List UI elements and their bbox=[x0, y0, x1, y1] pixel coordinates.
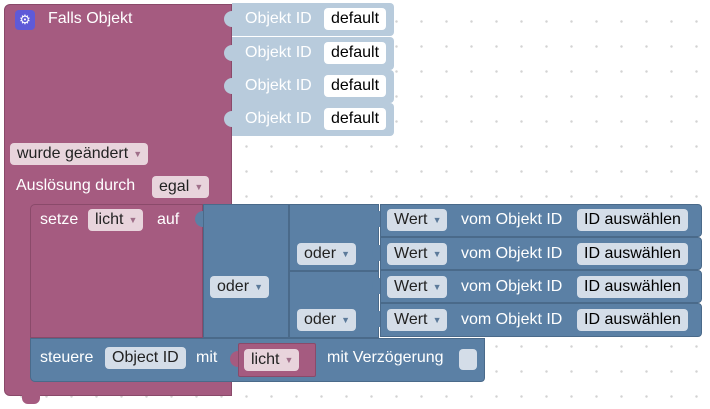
changed-dropdown-label: wurde geändert bbox=[17, 145, 129, 162]
triggered-by-label: Auslösung durch bbox=[16, 177, 136, 194]
triggered-by-dropdown[interactable]: egal ▼ bbox=[152, 176, 210, 198]
object-id-field-3[interactable]: default bbox=[324, 75, 387, 97]
or-dropdown-outer-label: oder bbox=[217, 278, 250, 295]
from-object-label-1: vom Objekt ID bbox=[461, 211, 563, 228]
delay-label: mit Verzögerung bbox=[327, 349, 444, 366]
value-row-1-connector bbox=[372, 211, 380, 227]
chevron-down-icon: ▼ bbox=[432, 215, 442, 225]
value-row-3-connector bbox=[372, 278, 380, 294]
select-id-field-2[interactable]: ID auswählen bbox=[577, 243, 688, 265]
control-object-id-field[interactable]: Object ID bbox=[105, 347, 186, 369]
object-id-label-3: Objekt ID bbox=[245, 77, 312, 94]
or-dropdown-inner-bottom[interactable]: oder ▼ bbox=[297, 309, 357, 331]
control-variable-dropdown-label: licht bbox=[251, 351, 280, 368]
value-row-4-connector bbox=[372, 311, 380, 327]
chevron-down-icon: ▼ bbox=[432, 249, 442, 259]
chevron-down-icon: ▼ bbox=[133, 149, 143, 159]
object-id-label-1: Objekt ID bbox=[245, 10, 312, 27]
chevron-down-icon: ▼ bbox=[128, 215, 138, 225]
object-id-field-2[interactable]: default bbox=[324, 42, 387, 64]
chevron-down-icon: ▼ bbox=[254, 282, 264, 292]
control-prefix: steuere bbox=[40, 349, 94, 366]
or-dropdown-inner-top[interactable]: oder ▼ bbox=[297, 243, 357, 265]
chevron-down-icon: ▼ bbox=[341, 315, 351, 325]
value-type-dropdown-2-label: Wert bbox=[394, 245, 428, 262]
select-id-field-1[interactable]: ID auswählen bbox=[577, 209, 688, 231]
set-variable-dropdown[interactable]: licht ▼ bbox=[88, 209, 144, 231]
control-variable-dropdown[interactable]: licht ▼ bbox=[244, 349, 300, 371]
object-id-label-4: Objekt ID bbox=[245, 110, 312, 127]
or-block-outer[interactable] bbox=[203, 204, 289, 338]
or-dropdown-inner-top-label: oder bbox=[304, 245, 337, 262]
chevron-down-icon: ▼ bbox=[432, 282, 442, 292]
value-type-dropdown-4[interactable]: Wert ▼ bbox=[387, 309, 448, 331]
object-id-field-1[interactable]: default bbox=[324, 8, 387, 30]
or-block-outer-connector bbox=[195, 211, 203, 227]
value-type-dropdown-1-label: Wert bbox=[394, 211, 428, 228]
gear-icon[interactable]: ⚙ bbox=[15, 10, 35, 30]
delay-checkbox[interactable] bbox=[459, 349, 477, 370]
changed-dropdown[interactable]: wurde geändert ▼ bbox=[10, 143, 149, 165]
select-id-field-3[interactable]: ID auswählen bbox=[577, 276, 688, 298]
trigger-block-bottom-tab bbox=[22, 392, 40, 404]
object-id-field-4[interactable]: default bbox=[324, 108, 387, 130]
value-type-dropdown-3[interactable]: Wert ▼ bbox=[387, 276, 448, 298]
value-row-2-connector bbox=[372, 245, 380, 261]
chevron-down-icon: ▼ bbox=[432, 315, 442, 325]
control-with-label: mit bbox=[196, 349, 218, 366]
control-object-id-label: Object ID bbox=[112, 349, 179, 366]
value-type-dropdown-4-label: Wert bbox=[394, 311, 428, 328]
value-type-dropdown-3-label: Wert bbox=[394, 278, 428, 295]
chevron-down-icon: ▼ bbox=[284, 355, 294, 365]
control-variable-block-connector bbox=[230, 351, 238, 367]
or-dropdown-inner-bottom-label: oder bbox=[304, 311, 337, 328]
from-object-label-4: vom Objekt ID bbox=[461, 311, 563, 328]
from-object-label-2: vom Objekt ID bbox=[461, 245, 563, 262]
set-prefix: setze bbox=[40, 211, 79, 228]
select-id-field-4[interactable]: ID auswählen bbox=[577, 309, 688, 331]
chevron-down-icon: ▼ bbox=[341, 249, 351, 259]
object-id-input-1-connector bbox=[224, 11, 232, 27]
from-object-label-3: vom Objekt ID bbox=[461, 278, 563, 295]
triggered-by-dropdown-label: egal bbox=[159, 178, 190, 195]
set-variable-dropdown-label: licht bbox=[95, 211, 124, 228]
or-dropdown-outer[interactable]: oder ▼ bbox=[210, 276, 270, 298]
set-suffix: auf bbox=[157, 211, 180, 228]
object-id-input-4-connector bbox=[224, 111, 232, 127]
object-id-label-2: Objekt ID bbox=[245, 44, 312, 61]
value-type-dropdown-1[interactable]: Wert ▼ bbox=[387, 209, 448, 231]
object-id-input-3-connector bbox=[224, 78, 232, 94]
value-type-dropdown-2[interactable]: Wert ▼ bbox=[387, 243, 448, 265]
object-id-input-2-connector bbox=[224, 45, 232, 61]
chevron-down-icon: ▼ bbox=[194, 182, 204, 192]
trigger-title: Falls Objekt bbox=[48, 10, 133, 27]
